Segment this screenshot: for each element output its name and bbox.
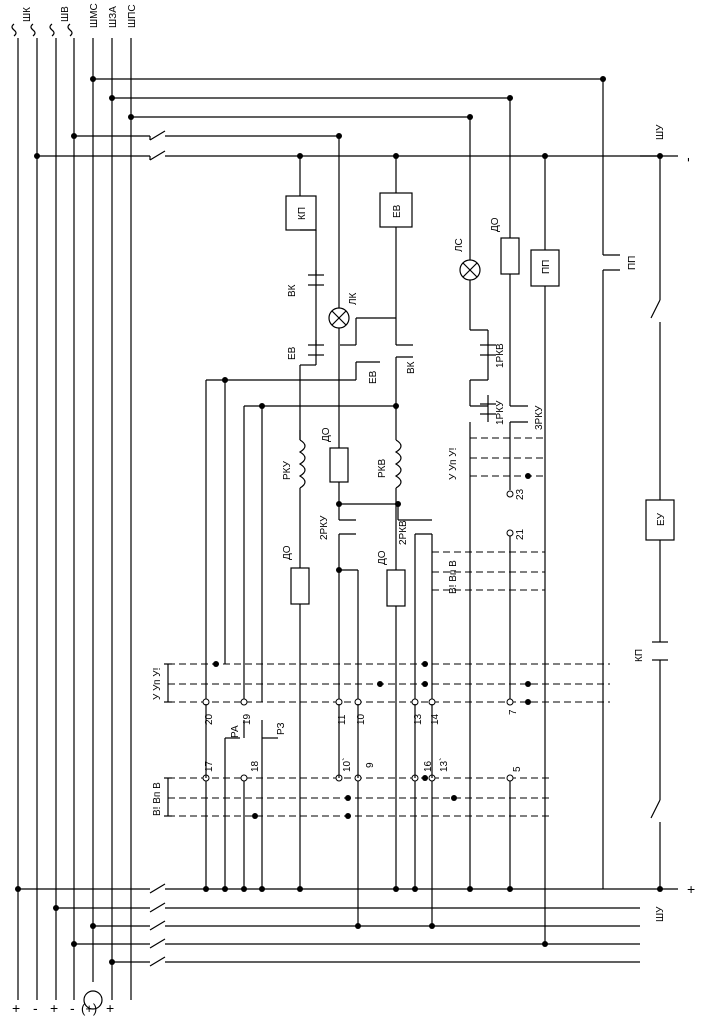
bus-label-shza: ШЗА: [108, 6, 119, 28]
right-upper-group-label: У Уп У!: [448, 448, 459, 480]
do-box-2: [290, 567, 310, 605]
ra-rz-feeders: [205, 380, 263, 702]
bus-polarity: + - + - (+) +: [12, 990, 114, 1016]
ev-box-label: ЕВ: [392, 204, 403, 218]
terminal-23: 23: [515, 488, 526, 500]
do-label-3: ДО: [377, 550, 388, 565]
terminal-10: 10: [356, 713, 367, 725]
shu-top-sign: -: [679, 157, 695, 162]
right-lower-group-label: В! Вп В: [448, 560, 459, 594]
terminal-20: 20: [204, 713, 215, 725]
contacts-2rk: 2РКУ 2РКВ: [319, 504, 433, 702]
upper-group-label: У Уп У!: [152, 668, 163, 700]
rku1-label: 1РКУ: [495, 400, 506, 425]
bus-label-shps: ШПС: [127, 4, 138, 28]
coils: РКУ ДО РКВ ДО: [244, 403, 406, 889]
rkv-label: РКВ: [377, 459, 388, 478]
terminal-19: 19: [242, 713, 253, 725]
lower-group-label: В! Вп В: [152, 782, 163, 816]
eu-box: [645, 499, 675, 541]
eu-label: ЕУ: [656, 512, 667, 526]
terminal-16: 16: [423, 760, 434, 772]
rku-label: РКУ: [282, 460, 293, 480]
rku2-label: 2РКУ: [319, 515, 330, 540]
lower-switch-group: В! Вп В 17 18 10` 9 16 13` 5: [152, 704, 550, 926]
lk-label: ЛК: [348, 292, 359, 305]
top-feeders: [34, 76, 663, 161]
kp-contact-label: КП: [634, 649, 645, 662]
kp-box-label: КП: [297, 207, 308, 220]
polarity-6: +: [106, 1000, 114, 1016]
ev-contact-label-2: ЕВ: [368, 370, 379, 384]
terminal-13: 13: [413, 713, 424, 725]
right-verticals: ПП ПП: [530, 79, 638, 947]
polarity-4: -: [70, 1000, 75, 1016]
terminal-17: 17: [204, 760, 215, 772]
bus-label-shv: ШВ: [60, 6, 71, 22]
pp-box: [530, 249, 560, 287]
ls-branch: ЛС 1РКВ 1РКУ ДО 3РКУ 23 21 У Уп У! В!: [432, 98, 545, 889]
shu-bottom-label: ШУ: [655, 906, 666, 922]
bus-label-shk: ШК: [22, 7, 33, 22]
ev-box: [379, 192, 413, 228]
ls-label: ЛС: [454, 238, 465, 252]
do-box-4: [500, 237, 520, 275]
terminal-10p: 10`: [341, 758, 353, 772]
terminal-9: 9: [365, 762, 376, 768]
polarity-3: +: [50, 1000, 58, 1016]
terminal-13p: 13`: [438, 758, 450, 772]
terminal-14: 14: [430, 713, 441, 725]
kp-box: [285, 195, 317, 231]
supply-buses: [17, 38, 132, 1000]
terminal-11: 11: [337, 714, 348, 725]
rkv2-label: 2РКВ: [398, 520, 409, 545]
rku3-label: 3РКУ: [534, 405, 545, 430]
do-box-3: [386, 569, 406, 607]
pp-box-label: ПП: [541, 260, 552, 274]
ra-label: РА: [230, 725, 241, 738]
shu-bottom-sign: +: [687, 881, 695, 897]
pp-contact-label: ПП: [627, 256, 638, 270]
bus-label-shms: ШМС: [89, 3, 100, 28]
kp-branch: КП ВК ЕВ: [285, 156, 324, 440]
lk-lamp: ЛК ДО: [321, 136, 401, 507]
terminal-18: 18: [250, 760, 261, 772]
ev-contact-label: ЕВ: [287, 346, 298, 360]
terminal-5: 5: [512, 766, 523, 772]
vk-contact-label-2: ВК: [406, 361, 417, 374]
polarity-2: -: [33, 1000, 38, 1016]
do-label-2: ДО: [282, 545, 293, 560]
do-label-1: ДО: [321, 427, 332, 442]
do-label-4: ДО: [490, 217, 501, 232]
upper-switch-group: У Уп У! 20 19 11 10 13 14 7 РА РЗ: [152, 661, 610, 739]
terminal-21: 21: [515, 528, 526, 540]
supply-shu: ЕУ КП ШУ - ШУ +: [634, 124, 695, 922]
do-box-1: [329, 447, 349, 483]
terminal-7: 7: [508, 709, 519, 715]
bottom-rails: [15, 883, 640, 967]
vk-contact-label: ВК: [287, 284, 298, 297]
polarity-1: +: [12, 1000, 20, 1016]
rz-label: РЗ: [276, 723, 287, 736]
shu-top-label: ШУ: [655, 124, 666, 140]
ev-branch: ЕВ ВК ЕВ: [206, 156, 417, 410]
bus-labels: ШК ШВ ШМС ШЗА ШПС: [11, 3, 138, 37]
rkv1-label: 1РКВ: [495, 343, 506, 368]
